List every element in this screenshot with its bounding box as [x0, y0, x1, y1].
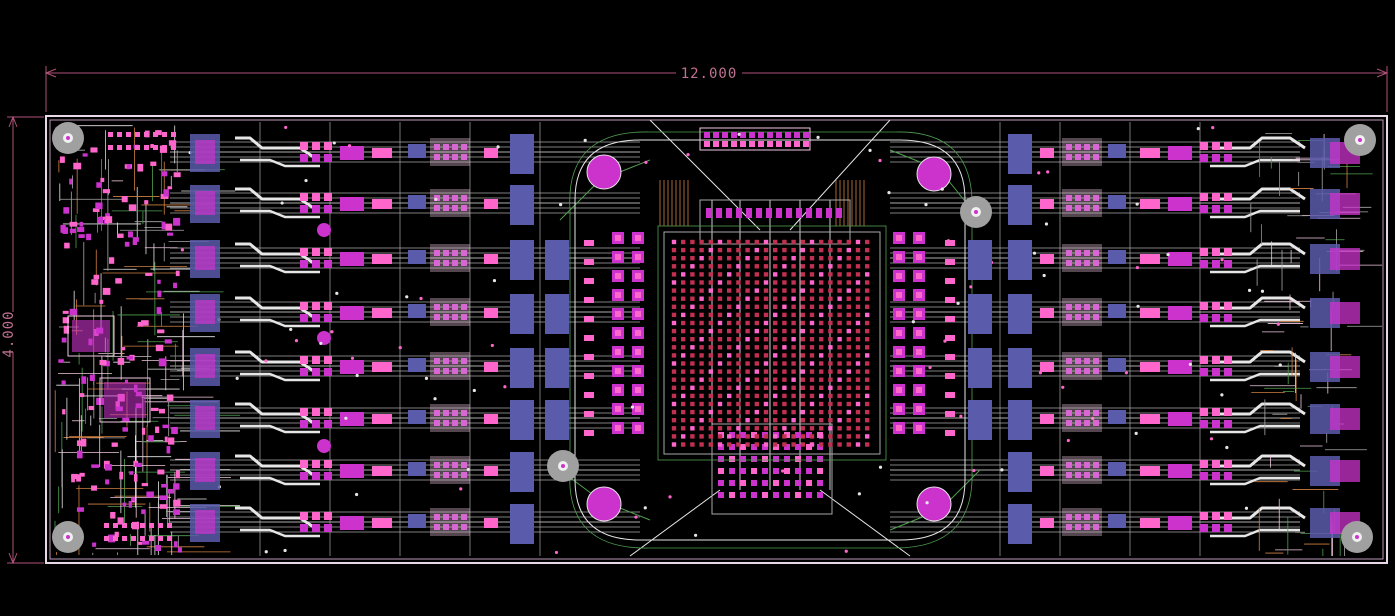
board[interactable]: [45, 115, 1388, 564]
width-dimension-label: 12.000: [681, 66, 738, 82]
copper-layer: [58, 125, 1282, 555]
height-dimension-label: 4.000: [1, 310, 17, 357]
bga-outline: [663, 231, 881, 455]
mounting-holes: [52, 122, 1376, 553]
bga-footprint[interactable]: [657, 225, 887, 461]
component-layer: [67, 127, 1360, 544]
board-outline: [45, 115, 1388, 564]
